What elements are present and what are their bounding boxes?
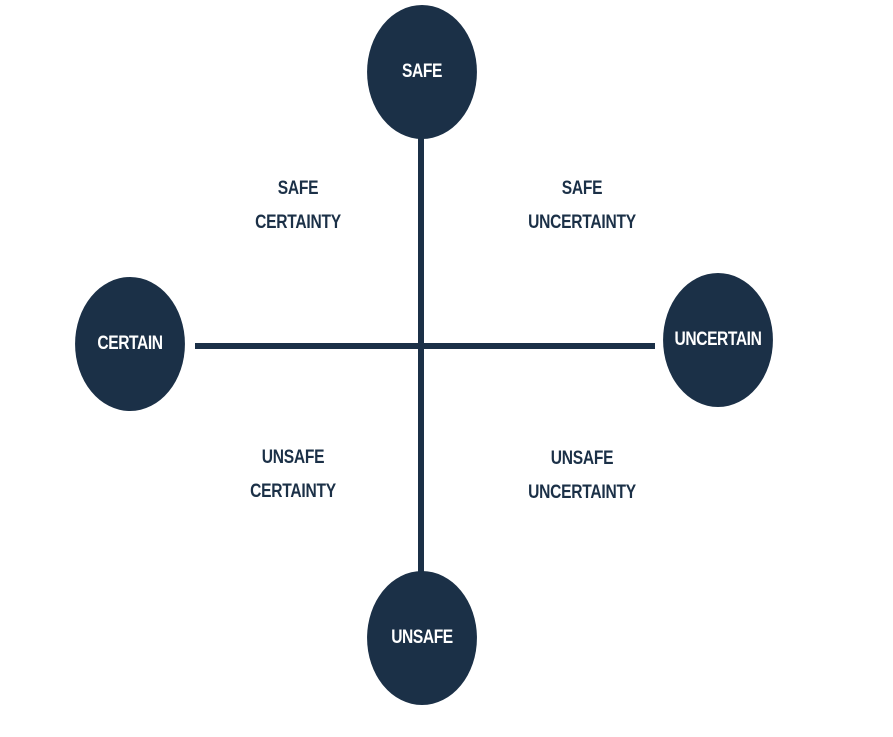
quadrant-line-2: CERTAINTY [250,481,336,502]
quadrant-safe-certainty: SAFE CERTAINTY [224,172,372,240]
node-uncertain: UNCERTAIN [663,273,773,407]
node-safe: SAFE [367,5,477,139]
quadrant-unsafe-uncertainty: UNSAFE UNCERTAINTY [508,442,656,510]
horizontal-axis-line [195,343,655,349]
node-uncertain-label: UNCERTAIN [674,329,762,350]
quadrant-line-2: UNCERTAINTY [528,482,636,503]
node-certain-label: CERTAIN [97,333,163,354]
node-certain: CERTAIN [75,277,185,411]
quadrant-line-1: SAFE [277,178,319,199]
node-unsafe-label: UNSAFE [391,627,453,648]
quadrant-line-2: UNCERTAINTY [528,212,636,233]
quadrant-safe-uncertainty: SAFE UNCERTAINTY [508,172,656,240]
node-unsafe: UNSAFE [367,571,477,705]
quadrant-line-1: UNSAFE [550,448,614,469]
quadrant-line-2: CERTAINTY [255,212,341,233]
quadrant-line-1: SAFE [561,178,603,199]
quadrant-unsafe-certainty: UNSAFE CERTAINTY [219,441,367,509]
vertical-axis-line [418,135,424,575]
node-safe-label: SAFE [402,61,442,82]
quadrant-line-1: UNSAFE [261,447,325,468]
